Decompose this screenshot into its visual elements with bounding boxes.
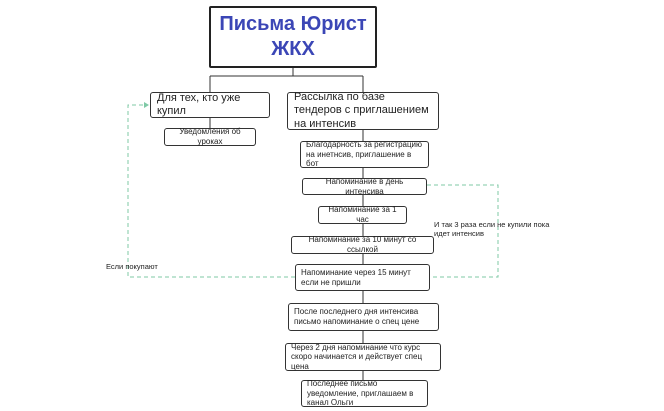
step-8-node: Последнее письмо уведомление, приглашаем… [301,379,428,408]
branch-right-label: Рассылка по базе тендеров с приглашением… [294,91,429,130]
step-2-label: Напоминание в день интенсива [325,176,404,196]
branch-left-label: Для тех, кто уже купил [157,91,241,117]
step-7-label: Через 2 дня напоминание что курс скоро н… [291,342,423,371]
bought-label: Если покупают [106,262,158,271]
step-5-label: Напоминание через 15 минут если не пришл… [301,267,411,287]
left-child-node: Уведомления об уроках [164,127,256,146]
branch-right-node: Рассылка по базе тендеров с приглашением… [287,91,439,130]
left-child-label: Уведомления об уроках [179,127,241,146]
step-5-node: Напоминание через 15 минут если не пришл… [295,264,430,291]
step-6-node: После последнего дня интенсива письмо на… [288,303,439,331]
loop-label-text: И так 3 раза если не купили пока идет ин… [434,220,550,239]
step-7-node: Через 2 дня напоминание что курс скоро н… [285,343,441,371]
branch-left-node: Для тех, кто уже купил [150,92,270,118]
step-2-node: Напоминание в день интенсива [302,176,427,196]
title-node: Письма Юрист ЖКХ [209,6,377,68]
step-4-node: Напоминание за 10 минут со ссылкой [291,235,434,254]
step-4-label: Напоминание за 10 минут со ссылкой [308,235,417,254]
loop-label: И так 3 раза если не купили пока идет ин… [434,220,566,239]
dashed-loop-connector [427,184,499,278]
dashed-arrowhead [144,102,149,108]
step-6-label: После последнего дня интенсива письмо на… [294,307,420,326]
page-title: Письма Юрист ЖКХ [219,13,367,60]
dashed-bought-connector [127,104,295,278]
step-3-label: Напоминание за 1 час [328,205,397,224]
step-1-node: Благодарность за регистрацию на инетнсив… [300,140,429,169]
step-8-label: Последнее письмо уведомление, приглашаем… [307,379,414,408]
step-1-label: Благодарность за регистрацию на инетнсив… [306,140,423,169]
bought-label-text: Если покупают [106,262,158,271]
step-3-node: Напоминание за 1 час [318,205,407,224]
